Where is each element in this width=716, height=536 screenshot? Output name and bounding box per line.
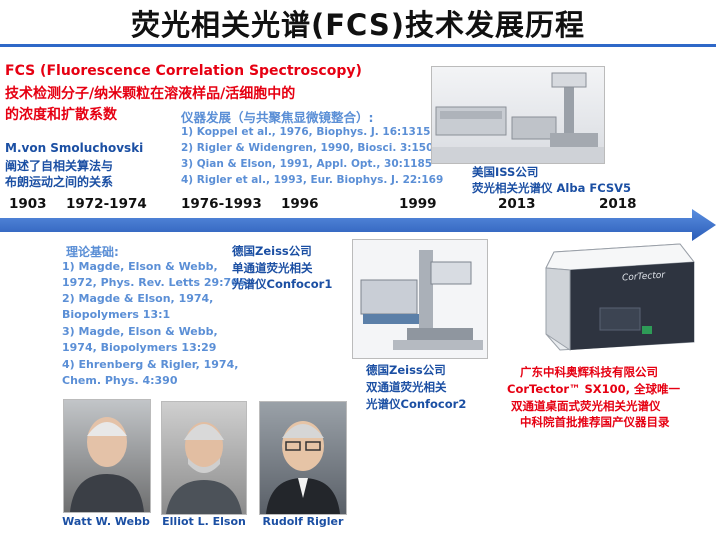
zeiss1-line-2: 单通道荧光相关 [232,261,313,275]
page-title: 荧光相关光谱(FCS)技术发展历程 [130,8,586,42]
year-label: 2013 [498,196,536,212]
portrait-elson [161,401,247,515]
iss-microscope-photo [431,66,605,164]
year-label: 1999 [399,196,437,212]
zeiss1-line-1: 德国Zeiss公司 [232,244,312,258]
zeiss2-line-1: 德国Zeiss公司 [366,363,446,377]
instrument-ref-3: 3) Qian & Elson, 1991, Appl. Opt., 30:11… [181,158,433,170]
title-divider [0,44,716,47]
cortector-line-2: CorTector™ SX100, 全球唯一 [507,382,681,396]
theory-line: 2) Magde & Elson, 1974, [62,292,214,305]
smoluchowski-name: M.von Smoluchovski [5,141,144,155]
portrait-webb [63,399,151,513]
year-label: 2018 [599,196,637,212]
cortector-device-photo: CorTector [530,238,700,356]
zeiss2-line-2: 双通道荧光相关 [366,380,447,394]
zeiss2-line-3: 光谱仪Confocor2 [366,397,467,411]
theory-line: 1974, Biopolymers 13:29 [62,341,217,354]
iss-line-2: 荧光相关光谱仪 Alba FCSV5 [472,181,632,195]
year-label: 1996 [281,196,319,212]
instrument-heading: 仪器发展（与共聚焦显微镜整合）: [181,110,374,125]
smoluchowski-line-2: 布朗运动之间的关系 [5,175,114,189]
portrait-rigler [259,401,347,515]
cortector-line-1: 广东中科奥辉科技有限公司 [520,365,658,379]
theory-line: Chem. Phys. 4:390 [62,374,178,387]
intro-line-2: 技术检测分子/纳米颗粒在溶液样品/活细胞中的 [5,86,296,102]
instrument-ref-4: 4) Rigler et al., 1993, Eur. Biophys. J.… [181,174,444,186]
theory-line: Biopolymers 13:1 [62,308,171,321]
cortector-line-3: 双通道桌面式荧光相关光谱仪 [511,399,661,413]
instrument-ref-2: 2) Rigler & Widengren, 1990, Biosci. 3:1… [181,142,434,154]
year-label: 1903 [9,196,47,212]
smoluchowski-line-1: 阐述了自相关算法与 [5,159,114,173]
year-label: 1976-1993 [181,196,262,212]
intro-line-1: FCS (Fluorescence Correlation Spectrosco… [5,63,362,79]
portrait-name: Watt W. Webb [62,515,150,528]
theory-line: 3) Magde, Elson & Webb, [62,325,218,338]
theory-line: 1972, Phys. Rev. Letts 29:705 [62,276,247,289]
year-label: 1972-1974 [66,196,147,212]
intro-line-3: 的浓度和扩散系数 [5,107,117,123]
instrument-ref-1: 1) Koppel et al., 1976, Biophys. J. 16:1… [181,126,431,138]
theory-line: 4) Ehrenberg & Rigler, 1974, [62,358,239,371]
cortector-line-4: 中科院首批推荐国产仪器目录 [520,415,670,429]
portrait-name: Rudolf Rigler [262,515,344,528]
zeiss-confocor2-photo [352,239,488,359]
zeiss1-line-3: 光谱仪Confocor1 [232,277,333,291]
iss-line-1: 美国ISS公司 [472,165,539,179]
portrait-name: Elliot L. Elson [162,515,246,528]
theory-heading: 理论基础: [66,245,119,259]
timeline-arrow [0,209,716,241]
theory-line: 1) Magde, Elson & Webb, [62,260,218,273]
